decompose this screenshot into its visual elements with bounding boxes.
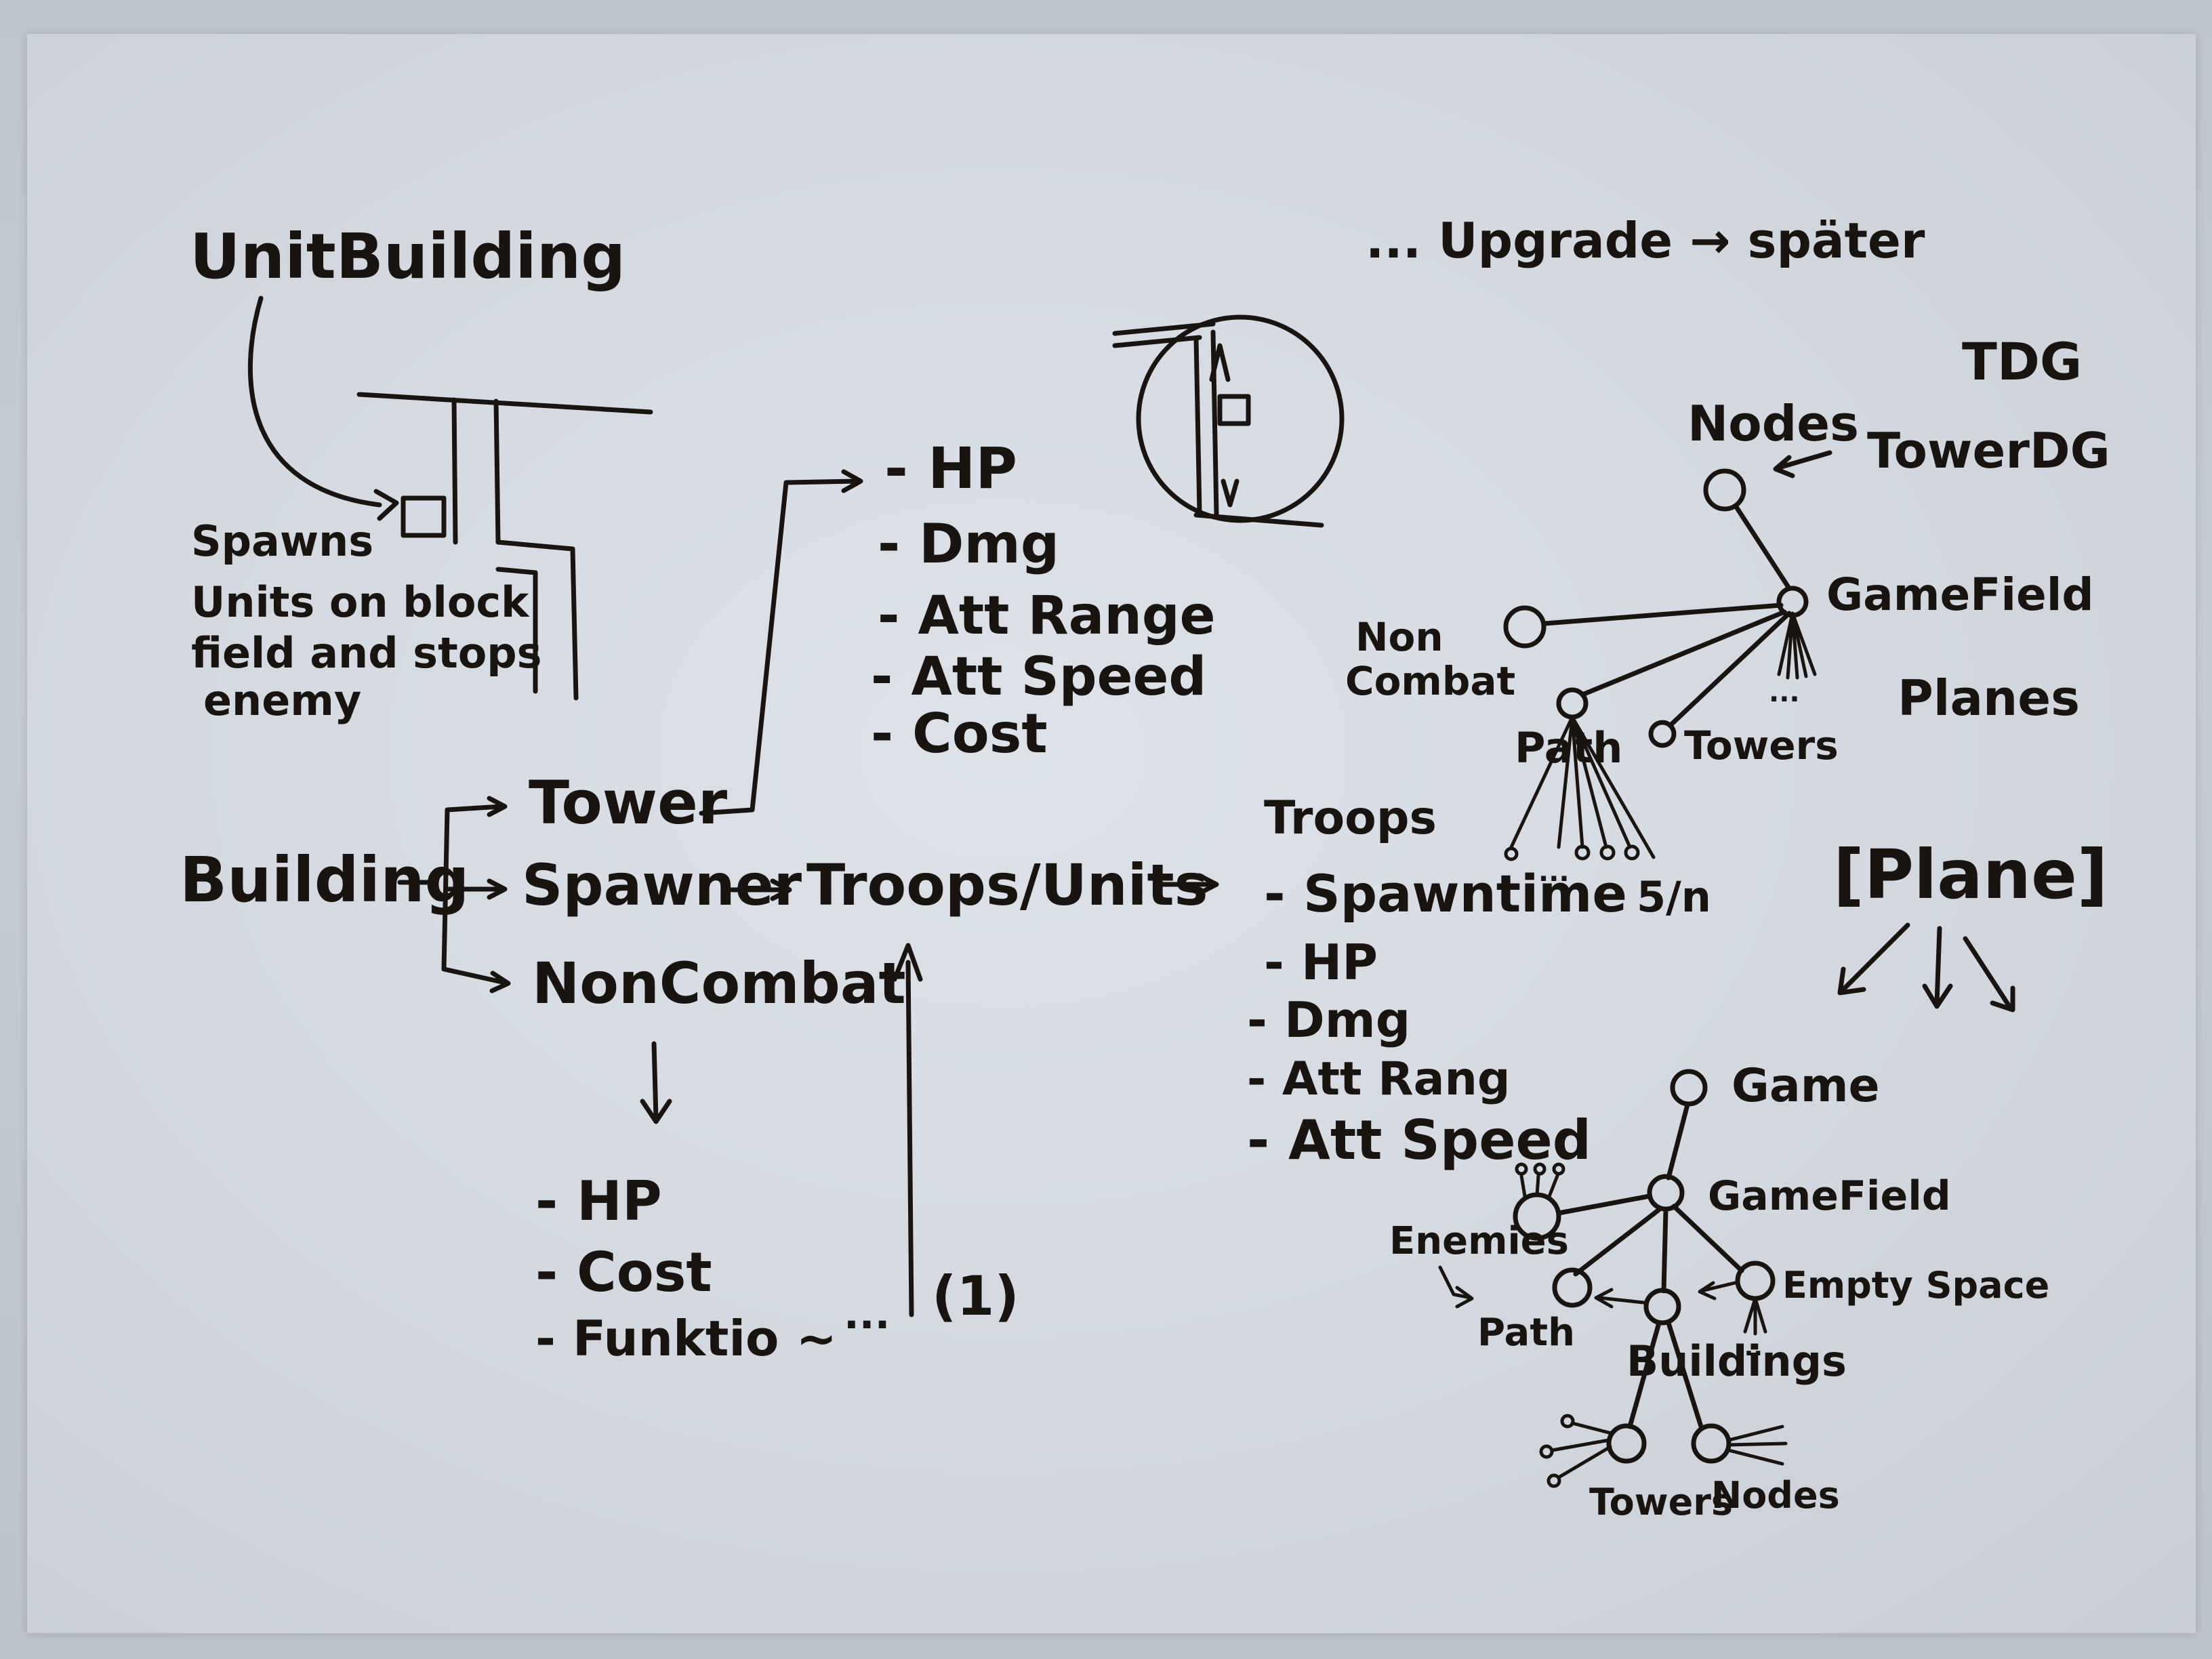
troops-attr-speed: - Att Speed [1247,1109,1591,1172]
game-buildings-label: Buildings [1626,1336,1847,1386]
game-node [1670,1069,1708,1107]
tdg-planes-dots: ... [1769,677,1800,708]
game-towers-label: Towers [1589,1481,1733,1523]
game-label: Game [1732,1059,1880,1113]
tdg-ratio-label: 5/n [1637,872,1711,922]
paper-sheet [27,34,2196,1633]
spawner-label: Spawner [522,852,802,918]
unitbuilding-title: UnitBuilding [190,220,626,293]
tdg-gamefield-label: GameField [1826,569,2094,621]
tower-label: Tower [529,768,728,838]
troops-units-label: Troops/Units [806,852,1208,918]
game-buildings-node [1643,1288,1681,1326]
unitbuilding-arrow [247,295,382,508]
tdg-towers-label: Towers [1684,722,1839,769]
spawns-line-3: field and stops [191,628,542,678]
tdg-noncombat-label-2: Combat [1345,658,1515,704]
noncombat-dots: ... [844,1291,890,1338]
tdg-planes-label: Planes [1898,670,2080,726]
game-nodes-label: Nodes [1711,1474,1840,1517]
game-emptyspace-label: Empty Space [1782,1264,2049,1307]
block-field-sketch [356,392,653,701]
tdg-noncombat-node [1503,605,1547,649]
tower-attr-hp: - HP [884,435,1017,501]
game-path-node [1552,1267,1593,1308]
tdg-towers-node [1648,720,1677,748]
plane-label: [Plane] [1833,835,2108,914]
game-towers-node [1606,1423,1647,1464]
game-nodes-node [1691,1423,1732,1464]
game-path-label: Path [1477,1311,1575,1355]
troops-attr-dmg: - Dmg [1247,991,1410,1048]
spawns-line-4: enemy [203,676,361,725]
tdg-noncombat-label-1: Non [1355,614,1443,660]
upward-arrow [892,943,923,1317]
noncombat-label: NonCombat [532,950,906,1017]
tower-attr-speed: - Att Speed [871,647,1206,708]
troops-title: Troops [1264,792,1437,845]
tower-attrs-arrow [699,469,863,816]
troops-attr-range: - Att Rang [1247,1052,1511,1106]
noncombat-attr-cost: - Cost [535,1241,712,1304]
upgrade-note: ... Upgrade → später [1366,212,1925,269]
tdg-title: TDG [1962,331,2082,392]
noncombat-attr-hp: - HP [535,1170,662,1233]
troops-attr-spawntime: - Spawntime [1264,863,1627,924]
tdg-path-dots: ... [1538,857,1570,888]
circled-detail-sketch [1112,314,1345,528]
spawns-line-1: Spawns [191,516,373,566]
spawns-line-2: Units on block [191,577,530,627]
noncombat-attr-funktio: - Funktio ~ [535,1310,837,1367]
troops-attr-hp: - HP [1264,934,1378,991]
tower-attr-cost: - Cost [871,702,1048,765]
game-gamefield-label: GameField [1708,1172,1951,1220]
game-gamefield-node [1647,1174,1685,1212]
tdg-towerdg-label: TowerDG [1867,422,2110,479]
game-emptyspace-node [1735,1261,1776,1301]
tdg-nodes-node [1703,468,1746,512]
tower-attr-dmg: - Dmg [878,512,1059,575]
tdg-nodes-label: Nodes [1687,395,1859,452]
note-one: (1) [932,1265,1019,1328]
game-emptyspace-dots: ... [1735,1334,1763,1361]
tower-attr-range: - Att Range [878,586,1216,647]
troops-arrow [1156,873,1219,896]
game-enemies-label: Enemies [1389,1219,1569,1263]
noncombat-down-arrow [640,1041,672,1124]
tdg-path-node [1556,687,1589,720]
